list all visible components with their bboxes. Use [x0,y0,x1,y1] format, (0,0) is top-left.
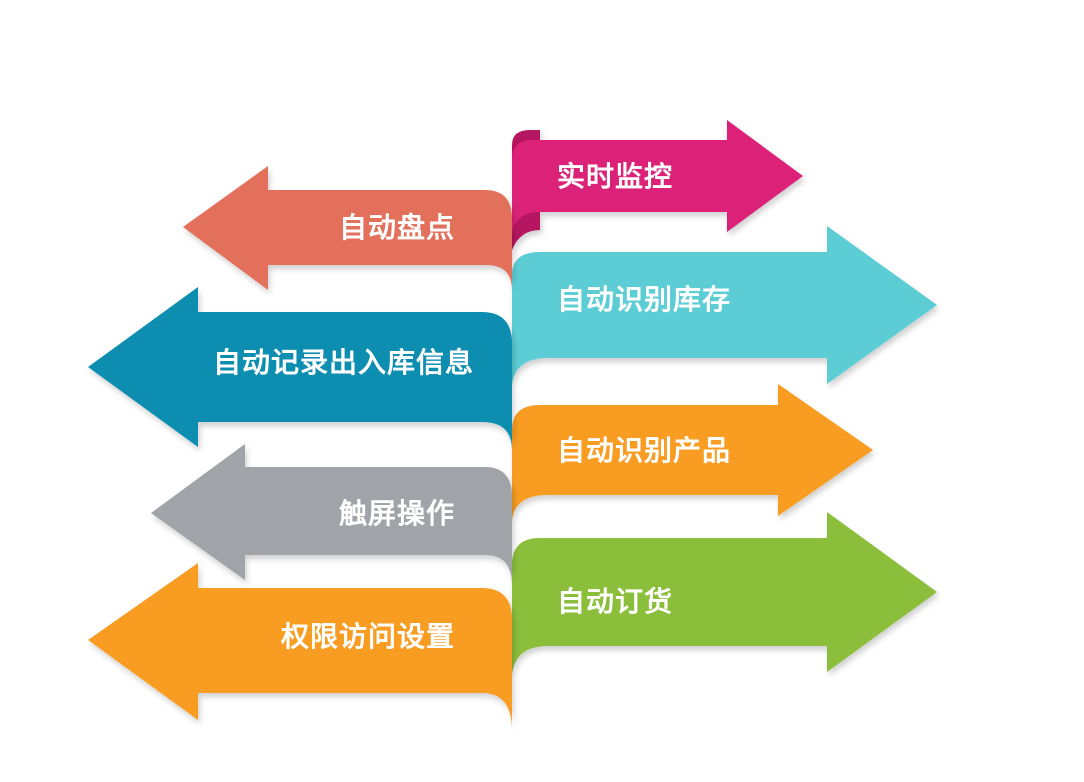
arrow-label-auto-order: 自动订货 [557,585,673,618]
arrow-label-record-io: 自动记录出入库信息 [213,346,474,379]
arrow-label-auto-stocktake: 自动盘点 [339,211,455,244]
arrow-body [151,444,512,585]
arrow-body [512,120,803,235]
left-arrow-4: 权限访问设置 [88,563,512,730]
arrow-label-touch-operation: 触屏操作 [339,497,455,530]
arrow-label-realtime-monitor: 实时监控 [557,160,673,193]
right-arrow-3: 自动识别产品 [512,384,873,520]
right-arrow-4: 自动订货 [512,512,937,675]
arrow-body [88,287,512,450]
arrow-label-identify-inventory: 自动识别库存 [557,283,731,316]
right-arrow-2: 自动识别库存 [512,226,937,385]
left-arrow-2: 自动记录出入库信息 [88,287,512,450]
arrow-body [512,512,937,675]
arrow-body [512,384,873,520]
arrow-label-identify-product: 自动识别产品 [557,434,731,467]
arrow-label-access-settings: 权限访问设置 [280,620,455,653]
arrow-body [88,563,512,730]
left-arrow-3: 触屏操作 [151,444,512,585]
arrow-body [512,226,937,385]
arrow-body [183,166,512,290]
left-arrow-1: 自动盘点 [183,166,512,290]
right-arrow-1: 实时监控 [512,120,803,250]
